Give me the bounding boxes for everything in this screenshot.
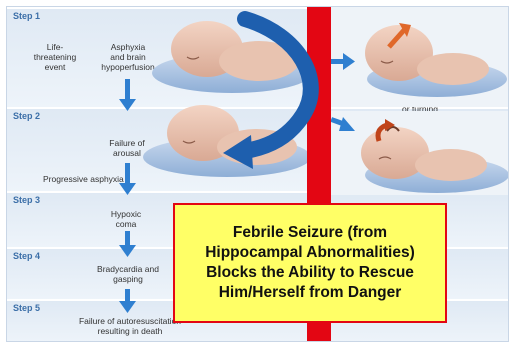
- callout-line-3: Blocks the Ability to Rescue: [206, 263, 414, 283]
- callout-line-4: Him/Herself from Danger: [219, 283, 402, 303]
- callout-line-2: Hippocampal Abnormalities): [205, 243, 415, 263]
- febrile-seizure-callout: Febrile Seizure (from Hippocampal Abnorm…: [173, 203, 447, 323]
- diagram-frame: Step 1 Step 2 Step 3 Step 4 Step 5 Life-…: [6, 6, 509, 342]
- callout-line-1: Febrile Seizure (from: [233, 223, 387, 243]
- curved-arrowhead-icon: [223, 135, 253, 169]
- curved-redirect-arrow-icon: [245, 19, 311, 151]
